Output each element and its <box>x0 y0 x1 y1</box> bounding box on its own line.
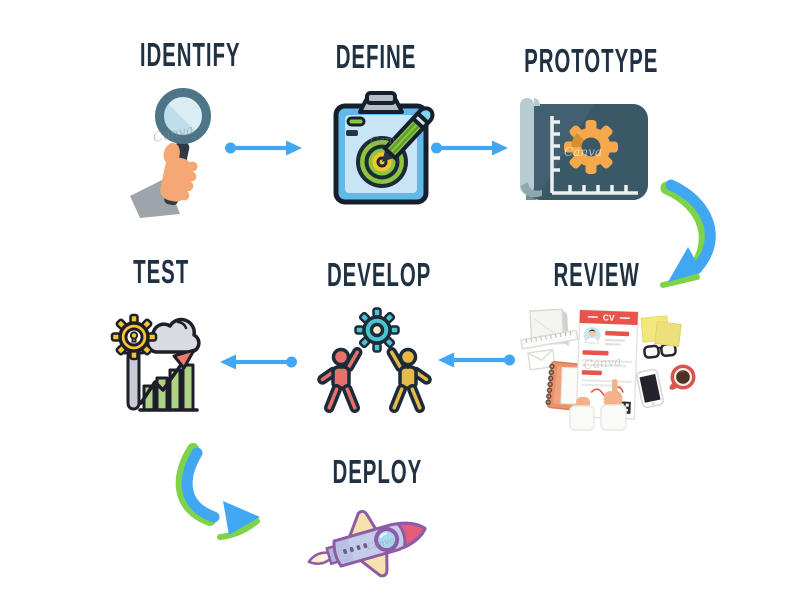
define-clipboard-icon: Canva <box>333 91 435 205</box>
right-hand-pointing <box>600 379 627 431</box>
cv-title: CV <box>603 312 615 322</box>
magnifier-lens <box>155 88 211 144</box>
step-label-review: REVIEW <box>553 256 641 293</box>
curved-arrow-test-to-deploy <box>175 443 260 540</box>
step-label-develop: DEVELOP <box>326 256 432 293</box>
glasses <box>643 342 677 359</box>
left-hand <box>569 397 595 431</box>
step-label-define: DEFINE <box>335 38 417 75</box>
person-left <box>317 346 363 414</box>
cv-avatar <box>583 326 601 344</box>
deploy-rocket-icon: Canva <box>307 509 427 578</box>
step-label-prototype: PROTOTYPE <box>524 42 659 79</box>
canva-watermark: Canva <box>370 134 405 147</box>
rocket-body <box>332 521 427 568</box>
arrow-review-to-develop <box>438 352 515 368</box>
canva-watermark: Canva <box>564 145 602 159</box>
portholes <box>343 543 368 554</box>
axis-ruler <box>550 116 638 195</box>
person-right <box>386 346 432 414</box>
pencil <box>382 106 435 162</box>
gear <box>110 313 158 361</box>
trend-arrowhead <box>172 348 196 370</box>
prototype-blueprint-icon: Canva <box>520 98 648 200</box>
rocket-window <box>374 527 400 553</box>
trend-line <box>139 360 185 405</box>
ruler <box>520 329 579 350</box>
identify-magnifier-icon: Canva <box>130 88 211 218</box>
arrow-define-to-prototype <box>431 140 508 156</box>
canva-watermark: Canva <box>583 354 622 372</box>
develop-team-icon <box>317 307 432 414</box>
curved-arrow-prototype-to-review <box>660 179 716 288</box>
review-desk-icon: CV <box>520 308 696 431</box>
arrow-identify-to-define <box>225 140 302 156</box>
step-label-deploy: DEPLOY <box>332 453 422 490</box>
envelope <box>527 348 556 371</box>
green-tag <box>346 116 366 127</box>
step-label-test: TEST <box>132 253 190 290</box>
hand-fist <box>160 142 198 202</box>
dark-tag <box>346 130 358 136</box>
gear <box>354 307 400 353</box>
smartphone <box>636 368 664 409</box>
arrow-develop-to-test <box>220 354 297 370</box>
test-analytics-icon <box>110 313 201 412</box>
step-label-identify: IDENTIFY <box>139 36 241 73</box>
coffee-cup <box>669 364 696 390</box>
gear <box>564 120 618 174</box>
bar-chart <box>138 348 199 412</box>
sticky-notes <box>640 315 682 347</box>
